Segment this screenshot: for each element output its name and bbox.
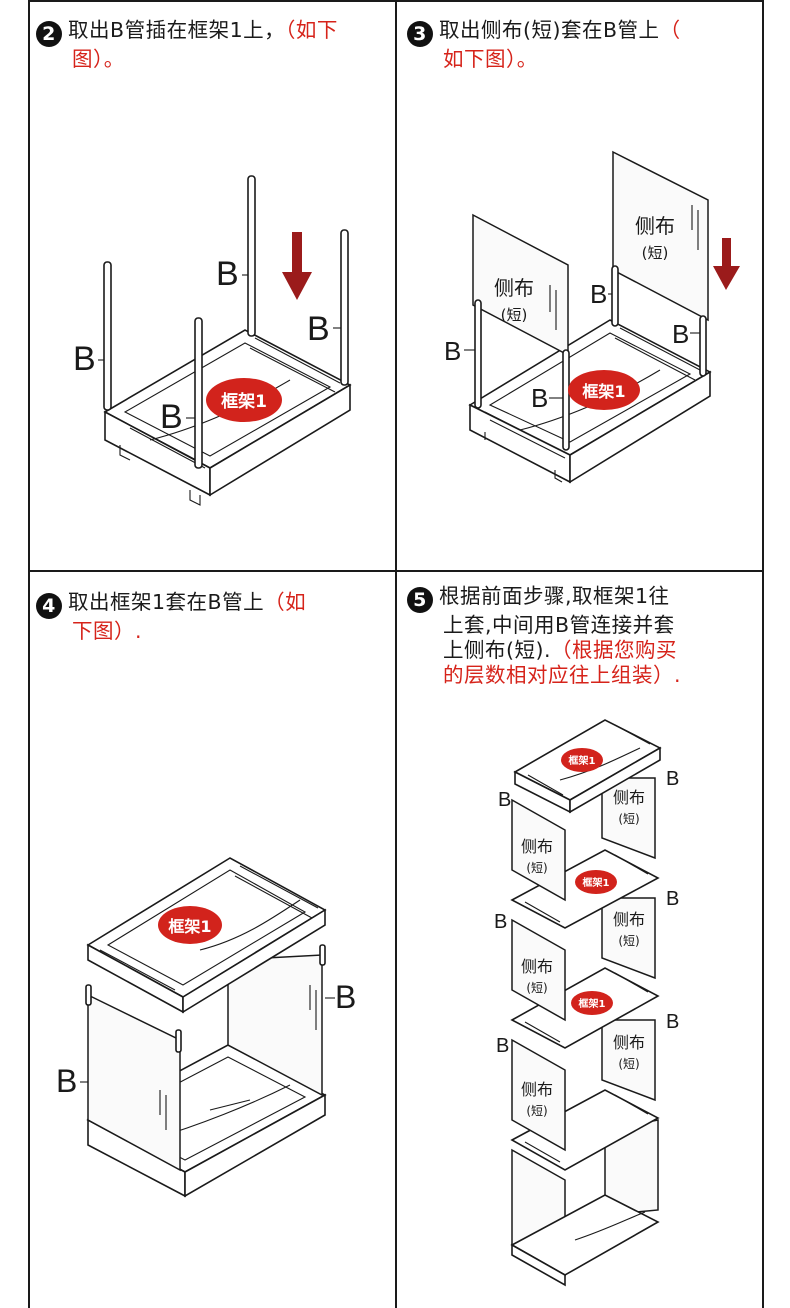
outer-left-border xyxy=(28,0,30,1308)
pipe-label: B xyxy=(216,255,239,293)
pipe-label: B xyxy=(56,1063,77,1099)
pipe-label: B xyxy=(160,398,183,436)
cloth-label: 侧布 xyxy=(521,957,553,976)
side-cloth-back xyxy=(227,954,323,1097)
pipe-b-back xyxy=(247,175,256,337)
side-cloth-front xyxy=(511,798,566,902)
cloth-label-sub: (短) xyxy=(501,306,528,324)
step-4-note-start: （如 xyxy=(264,590,307,614)
frame-badge xyxy=(568,370,640,410)
step-4-number-badge: 4 xyxy=(36,593,62,619)
side-cloth-front xyxy=(511,1038,566,1152)
pipe-label: B xyxy=(444,336,461,366)
frame-badge xyxy=(206,378,282,422)
step-5-note-end: 的层数相对应往上组装）. xyxy=(443,663,682,687)
step-5-text-line-3: 上侧布(短). xyxy=(443,638,552,662)
cloth-label-sub: (短) xyxy=(526,1104,547,1118)
frame-badge xyxy=(575,870,617,894)
pipe-label: B xyxy=(531,383,548,413)
pipe-b-right xyxy=(340,229,349,386)
step-3-note-start: （ xyxy=(659,18,681,42)
middle-divider xyxy=(28,570,764,572)
frame-badge-label: 框架1 xyxy=(583,876,610,889)
step-4-text: 取出框架1套在B管上 xyxy=(68,590,265,614)
outer-right-border xyxy=(762,0,764,1308)
pipe-b-left xyxy=(103,261,112,411)
step-5-text-line-1: 根据前面步骤,取框架1往 xyxy=(439,584,670,608)
cloth-label-sub: (短) xyxy=(618,812,639,826)
cloth-label-sub: (短) xyxy=(526,981,547,995)
cloth-label: 侧布 xyxy=(613,1033,645,1052)
pipe-label: B xyxy=(590,279,607,309)
cloth-label: 侧布 xyxy=(521,837,553,856)
pipe-label: B xyxy=(672,319,689,349)
side-cloth-back xyxy=(601,777,656,860)
side-cloth-front xyxy=(87,993,181,1172)
cloth-label: 侧布 xyxy=(635,214,675,238)
step-3-text: 取出侧布(短)套在B管上 xyxy=(439,18,660,42)
top-border xyxy=(28,0,764,2)
step-2-note-start: （如下 xyxy=(285,18,338,42)
down-arrow xyxy=(282,232,312,300)
frame-badge xyxy=(571,991,613,1015)
step-5-text-line-2: 上套,中间用B管连接并套 xyxy=(443,613,675,637)
pipe-label: B xyxy=(494,911,507,933)
side-cloth-back xyxy=(601,1019,656,1102)
pipe-label: B xyxy=(666,1011,679,1033)
down-arrow xyxy=(713,238,740,290)
pipe-label: B xyxy=(73,340,96,378)
cloth-label: 侧布 xyxy=(613,910,645,929)
cloth-label: 侧布 xyxy=(521,1080,553,1099)
frame-badge xyxy=(158,906,222,944)
cloth-label-sub: (短) xyxy=(618,934,639,948)
frame-badge-label: 框架1 xyxy=(569,754,596,767)
step-2-text: 取出B管插在框架1上， xyxy=(68,18,286,42)
step-4-note-end: 下图）. xyxy=(72,619,143,643)
pipe-label: B xyxy=(666,888,679,910)
cloth-label: 侧布 xyxy=(613,788,645,807)
cloth-label-sub: (短) xyxy=(526,861,547,875)
step-2-note-end: 图）。 xyxy=(72,47,125,71)
frame-badge xyxy=(561,748,603,772)
frame-badge-label: 框架1 xyxy=(582,382,625,401)
side-cloth-front xyxy=(511,918,566,1022)
cloth-label-sub: (短) xyxy=(642,244,669,262)
pipe-label: B xyxy=(307,310,330,348)
step-5-note-start: （根据您购买 xyxy=(551,638,678,662)
frame-badge-label: 框架1 xyxy=(579,997,606,1010)
step-5-number-badge: 5 xyxy=(407,587,433,613)
pipe-label: B xyxy=(496,1035,509,1057)
pipe-label: B xyxy=(666,768,679,790)
side-cloth-back xyxy=(612,150,709,322)
pipe-b-front xyxy=(194,317,203,469)
cloth-label-sub: (短) xyxy=(618,1057,639,1071)
frame-badge-label: 框架1 xyxy=(168,917,211,936)
cloth-label: 侧布 xyxy=(494,276,534,300)
side-cloth-back xyxy=(601,897,656,980)
frame-badge-label: 框架1 xyxy=(221,391,267,412)
center-divider xyxy=(395,0,397,1308)
pipe-label: B xyxy=(335,979,356,1015)
step-2-number-badge: 2 xyxy=(36,21,62,47)
pipe-label: B xyxy=(498,789,511,811)
step-3-note-end: 如下图）。 xyxy=(443,47,538,71)
step-3-number-badge: 3 xyxy=(407,21,433,47)
